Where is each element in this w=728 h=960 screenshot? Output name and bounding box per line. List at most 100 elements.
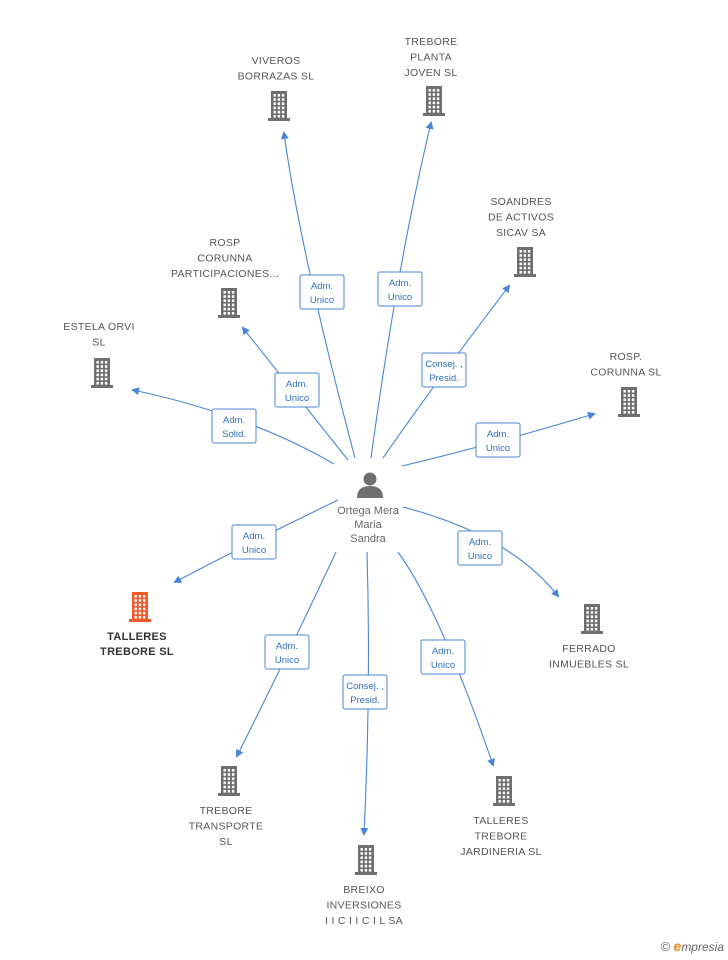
building-icon[interactable] — [493, 776, 515, 806]
edge-label-talleres_trebore-line-2: Unico — [242, 545, 266, 556]
edge-label-soandres-line-1: Consej. , — [425, 359, 463, 370]
node-trebore_transporte-label-line-3: SL — [219, 836, 232, 848]
edge-label-rosp_part-line-2: Unico — [285, 393, 309, 404]
building-icon[interactable] — [514, 247, 536, 277]
person-icon — [357, 472, 383, 498]
node-trebore_planta-label-line-1: TREBORE — [405, 36, 458, 48]
edge-label-trebore_transporte-line-2: Unico — [275, 655, 299, 666]
node-trebore_transporte-label-line-1: TREBORE — [200, 805, 253, 817]
edge-label-soandres[interactable]: Consej. , Presid. — [421, 352, 467, 388]
edge-label-soandres-line-2: Presid. — [429, 373, 459, 384]
edge-to-talleres_jardineria — [397, 551, 495, 767]
building-icon[interactable] — [581, 604, 603, 634]
node-ferrado-label-line-2: INMUEBLES SL — [549, 659, 629, 671]
node-trebore_transporte-label-line-2: TRANSPORTE — [189, 821, 264, 833]
edge-label-box — [475, 422, 521, 458]
node-rosp_part-label-line-1: ROSP — [210, 237, 241, 249]
edge-label-trebore_transporte[interactable]: Adm. Unico — [264, 634, 310, 670]
edge-label-ferrado-line-2: Unico — [468, 551, 492, 562]
center-name-line-3: Sandra — [350, 533, 386, 545]
center-name-line-2: Maria — [354, 519, 382, 531]
node-estela[interactable]: ESTELA ORVI SL — [63, 321, 134, 388]
node-talleres_jardineria-label-line-1: TALLERES — [473, 815, 528, 827]
edge-label-rosp_part-line-1: Adm. — [286, 379, 308, 390]
edge-label-talleres_jardineria-line-2: Unico — [431, 660, 455, 671]
edge-label-talleres_jardineria[interactable]: Adm.Unico — [420, 639, 466, 675]
building-icon[interactable] — [218, 766, 240, 796]
edge-label-trebore_transporte-line-1: Adm. — [276, 641, 298, 652]
edge-label-rosp_sl-line-2: Unico — [486, 443, 510, 454]
edge-label-box — [264, 634, 310, 670]
node-rosp_part-label-line-3: PARTICIPACIONES... — [171, 268, 279, 280]
edge-label-box — [299, 274, 345, 310]
node-ferrado[interactable]: FERRADO INMUEBLES SL — [549, 604, 629, 671]
edge-to-viveros — [280, 131, 356, 459]
node-viveros[interactable]: VIVEROS BORRAZAS SL — [238, 55, 315, 121]
building-icon[interactable] — [618, 387, 640, 417]
node-ferrado-label-line-1: FERRADO — [562, 643, 615, 655]
edge-label-viveros-line-2: Unico — [310, 295, 334, 306]
edge-label-ferrado-line-1: Adm. — [469, 537, 491, 548]
node-rosp_sl-label-line-2: CORUNNA SL — [590, 367, 661, 379]
edge-label-rosp_part[interactable]: Adm. Unico — [274, 372, 320, 408]
edge-label-rosp_sl-line-1: Adm. — [487, 429, 509, 440]
building-icon[interactable] — [355, 845, 377, 875]
edge-label-box — [377, 271, 423, 307]
edge-label-talleres_trebore[interactable]: Adm. Unico — [231, 524, 277, 560]
building-icon[interactable] — [268, 91, 290, 121]
node-rosp_part[interactable]: ROSP CORUNNA PARTICIPACIONES... — [171, 237, 279, 318]
copyright-symbol: © — [660, 939, 671, 954]
edge-label-box — [421, 352, 467, 388]
node-rosp_sl-label-line-1: ROSP. — [610, 351, 643, 363]
node-breixo-label-line-2: INVERSIONES — [326, 900, 401, 912]
edge-label-box — [231, 524, 277, 560]
node-trebore_transporte[interactable]: TREBORE TRANSPORTE SL — [189, 766, 264, 848]
node-trebore_planta-label-line-2: PLANTA — [410, 52, 452, 64]
node-rosp_sl[interactable]: ROSP. CORUNNA SL — [590, 351, 661, 417]
empresia-watermark: © empresia — [661, 938, 724, 954]
node-breixo-label-line-3: I I C I I C I L SA — [325, 915, 403, 927]
edge-label-trebore_planta-line-1: Adm. — [389, 278, 411, 289]
edge-label-estela[interactable]: Adm. Solid. — [211, 408, 257, 444]
node-breixo[interactable]: BREIXO INVERSIONES I I C I I C I L SA — [325, 845, 403, 927]
edge-label-trebore_planta[interactable]: Adm.Unico — [377, 271, 423, 307]
edge-label-talleres_trebore-line-1: Adm. — [243, 531, 265, 542]
node-viveros-label-line-2: BORRAZAS SL — [238, 71, 315, 83]
building-icon[interactable] — [423, 86, 445, 116]
node-estela-label-line-1: ESTELA ORVI — [63, 321, 134, 333]
building-icon[interactable] — [218, 288, 240, 318]
edge-label-breixo[interactable]: Consej. , Presid. — [342, 674, 388, 710]
building-icon[interactable] — [129, 592, 151, 622]
node-rosp_part-label-line-2: CORUNNA — [197, 253, 252, 265]
node-soandres-label-line-2: DE ACTIVOS — [488, 212, 554, 224]
node-soandres-label-line-3: SICAV SA — [496, 227, 546, 239]
edge-label-breixo-line-1: Consej. , — [346, 681, 384, 692]
brand-initial: e — [673, 938, 682, 954]
edge-label-estela-line-1: Adm. — [223, 415, 245, 426]
node-talleres_jardineria-label-line-2: TREBORE — [475, 831, 528, 843]
edge-label-box — [211, 408, 257, 444]
node-talleres_trebore-label-line-1: TALLERES — [107, 631, 167, 643]
node-estela-label-line-2: SL — [92, 337, 105, 349]
edge-label-viveros[interactable]: Adm. Unico — [299, 274, 345, 310]
node-viveros-label-line-1: VIVEROS — [252, 55, 301, 67]
node-breixo-label-line-1: BREIXO — [343, 884, 384, 896]
node-trebore_planta[interactable]: TREBORE PLANTA JOVEN SL — [404, 36, 457, 116]
edge-label-box — [274, 372, 320, 408]
edge-label-box — [342, 674, 388, 710]
edge-label-estela-line-2: Solid. — [222, 429, 246, 440]
node-trebore_planta-label-line-3: JOVEN SL — [404, 67, 457, 79]
edge-label-ferrado[interactable]: Adm. Unico — [457, 530, 503, 566]
edge-label-breixo-line-2: Presid. — [350, 695, 380, 706]
building-icon[interactable] — [91, 358, 113, 388]
node-soandres[interactable]: SOANDRES DE ACTIVOS SICAV SA — [488, 196, 554, 277]
node-soandres-label-line-1: SOANDRES — [490, 196, 551, 208]
edge-label-rosp_sl[interactable]: Adm. Unico — [475, 422, 521, 458]
edge-label-viveros-line-1: Adm. — [311, 281, 333, 292]
edge-label-box — [457, 530, 503, 566]
